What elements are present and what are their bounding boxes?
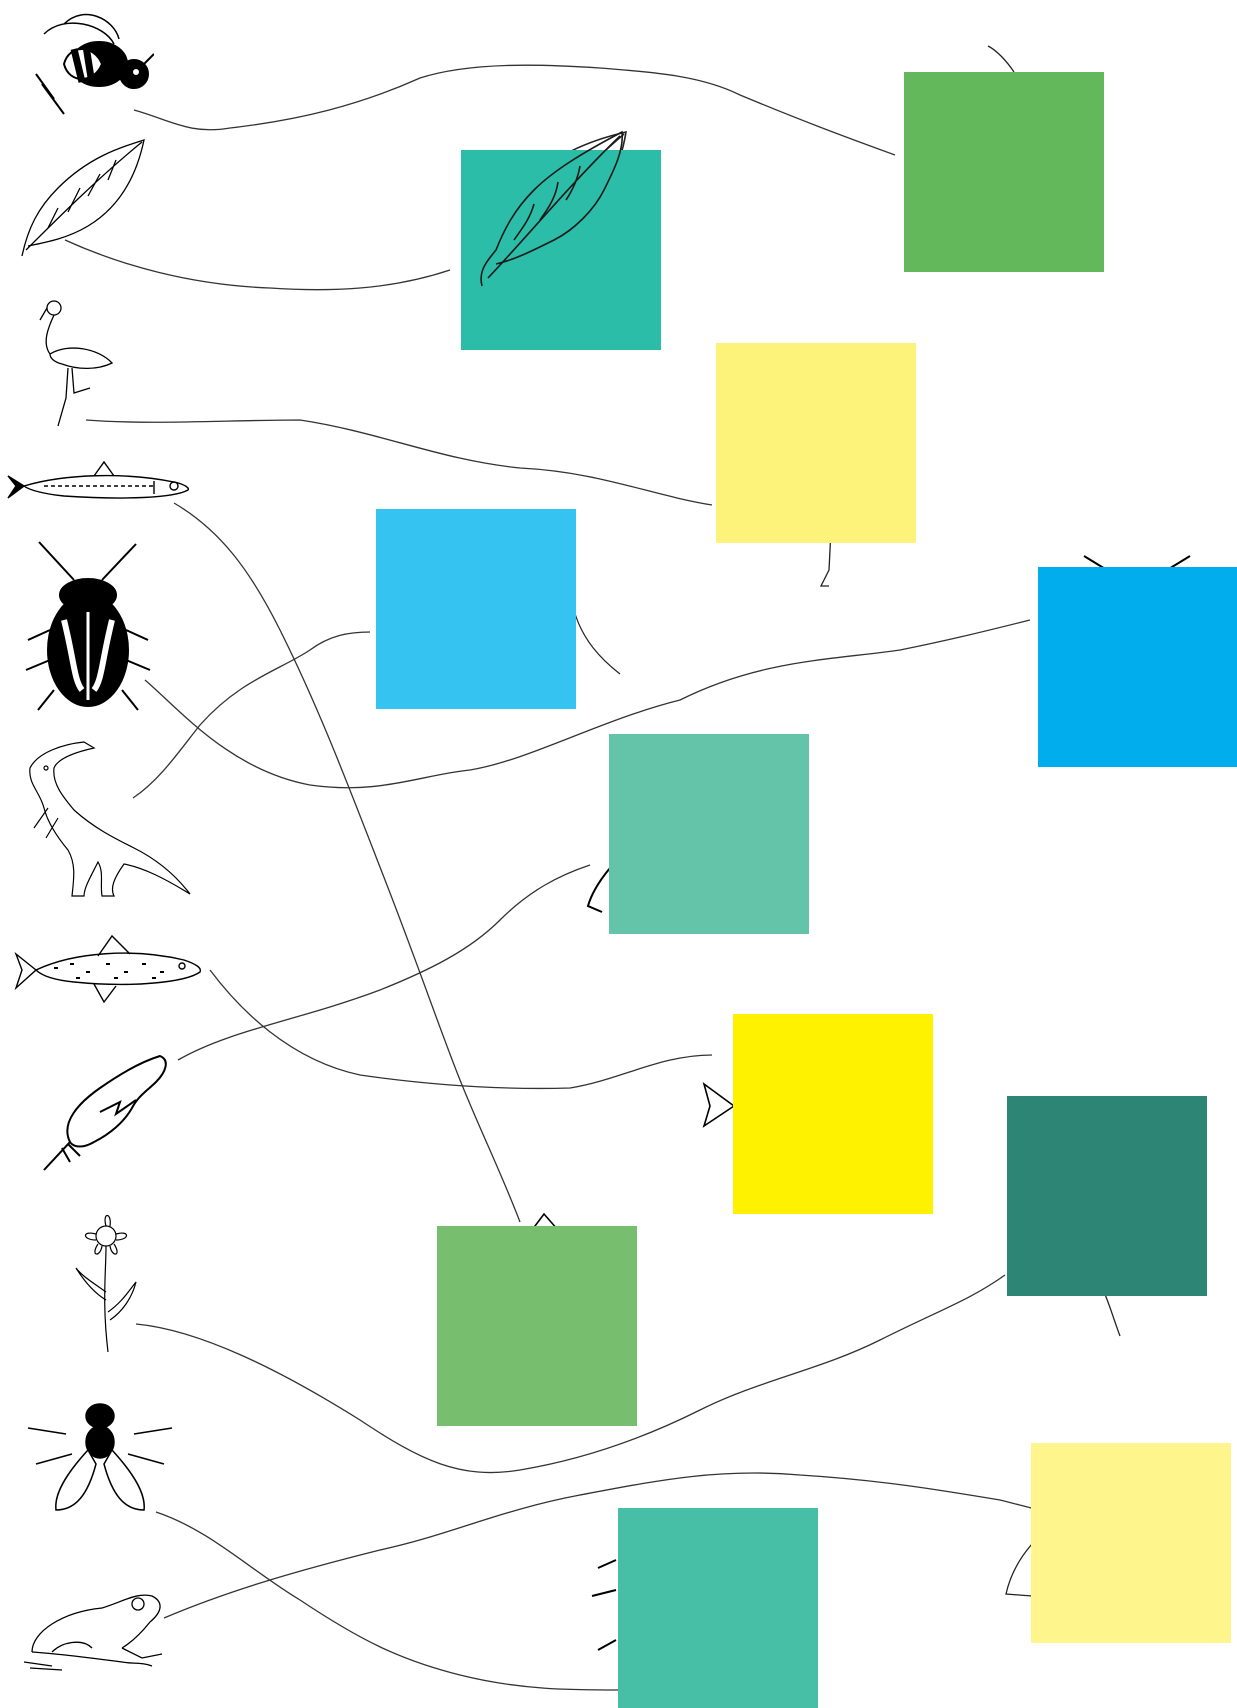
match-line: [178, 865, 590, 1060]
match-line: [210, 970, 712, 1088]
fly-leg-icon: [588, 1556, 618, 1656]
leaf-icon: [18, 138, 148, 260]
trout-fish-icon: [14, 934, 204, 1008]
answer-box-8[interactable]: [1007, 1096, 1207, 1296]
tail-outline-icon: [572, 600, 622, 680]
dinosaur-icon: [24, 738, 192, 898]
stem-tip-icon: [1100, 1290, 1130, 1340]
wing-tip-icon: [986, 44, 1016, 74]
answer-box-5[interactable]: [1038, 567, 1237, 767]
answer-box-11[interactable]: [618, 1508, 818, 1708]
answer-box-6[interactable]: [609, 734, 809, 934]
flower-icon: [72, 1212, 142, 1352]
feather-icon: [40, 1052, 170, 1174]
answer-box-9[interactable]: [437, 1226, 637, 1426]
answer-box-4[interactable]: [376, 509, 576, 709]
flamingo-icon: [38, 298, 118, 428]
answer-box-10[interactable]: [1031, 1443, 1231, 1643]
answer-box-1[interactable]: [904, 72, 1104, 272]
frog-icon: [22, 1582, 172, 1672]
anchovy-fish-icon: [4, 456, 194, 514]
beetle-icon: [24, 540, 154, 715]
answer-box-3[interactable]: [716, 343, 916, 543]
frog-leg-icon: [1004, 1540, 1034, 1600]
fly-icon: [26, 1394, 174, 1514]
fish-tail-icon: [700, 1080, 736, 1130]
bee-icon: [24, 4, 154, 124]
answer-box-7[interactable]: [733, 1014, 933, 1214]
leaf-overlay-icon: [474, 130, 630, 290]
match-line: [156, 1512, 620, 1690]
